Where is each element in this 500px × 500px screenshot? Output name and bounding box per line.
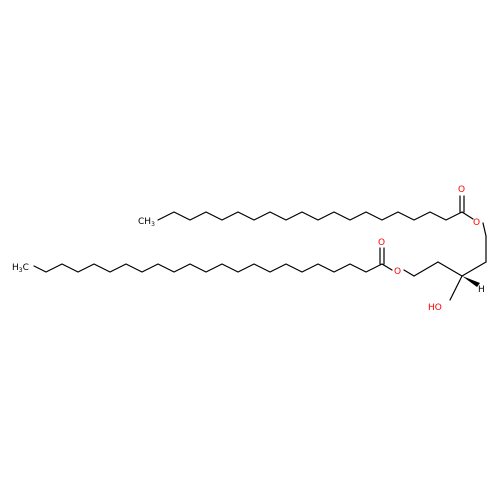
o-top-ester-label: O bbox=[473, 218, 480, 228]
o-bottom-carbonyl-label: O bbox=[378, 238, 385, 248]
top-acyl-chain bbox=[157, 211, 463, 221]
glycerol-bond-1 bbox=[482, 222, 487, 237]
glycerol-bond-4 bbox=[437, 261, 463, 277]
h3c-bottom-label: H3C bbox=[12, 263, 29, 274]
bottom-ester-bond-right bbox=[403, 269, 415, 277]
h-stereo-label: H bbox=[478, 285, 485, 295]
top-ester-bond bbox=[461, 211, 474, 220]
o-top-carbonyl-label: O bbox=[458, 185, 465, 195]
stereo-wedge bbox=[462, 276, 480, 287]
bottom-ester-bond-left bbox=[381, 263, 393, 271]
bottom-acyl-chain bbox=[33, 263, 383, 273]
glycerol-bond-3 bbox=[461, 261, 487, 277]
o-bottom-ester-label: O bbox=[394, 267, 401, 277]
hydroxyl-bond bbox=[449, 275, 463, 301]
ho-hydroxyl-label: HO bbox=[428, 303, 442, 313]
ch3-top-label: CH3 bbox=[138, 217, 155, 228]
glycerol-bond-5 bbox=[413, 261, 439, 277]
